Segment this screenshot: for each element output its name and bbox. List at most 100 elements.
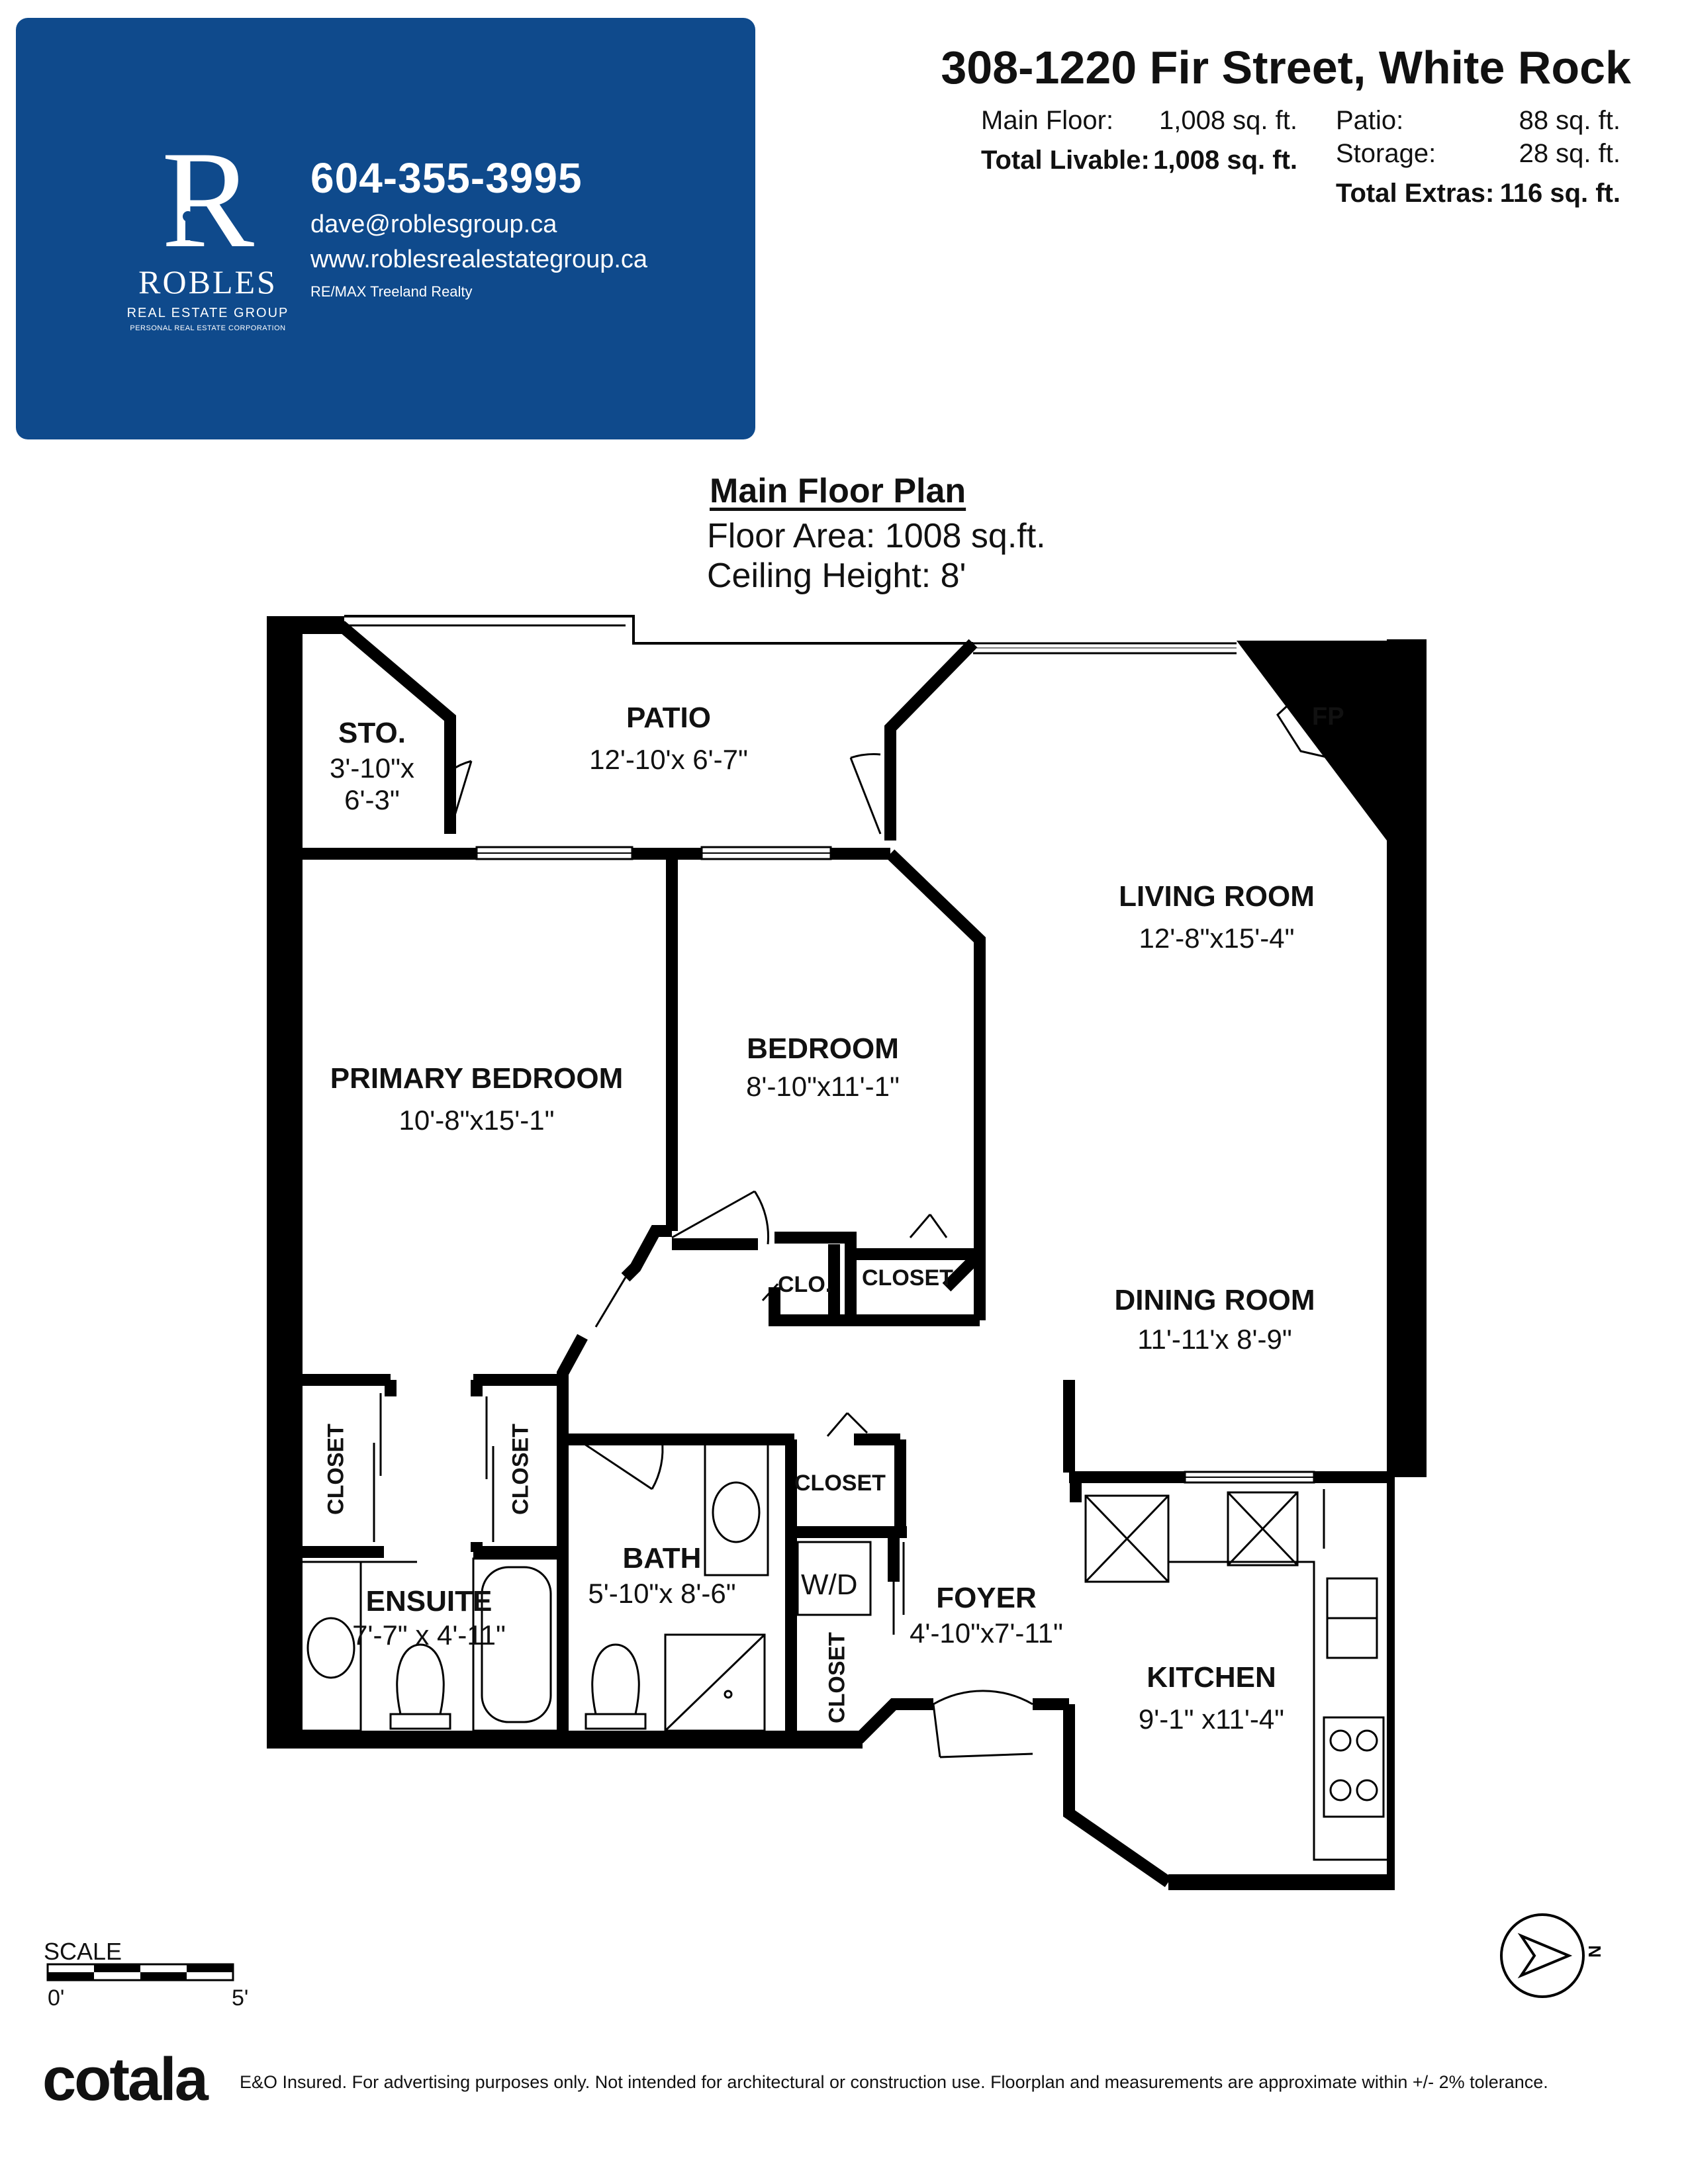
total-livable-value: 1,008 sq. ft. xyxy=(1153,146,1297,175)
room-bath-name: BATH xyxy=(622,1542,702,1574)
wall-top-storage xyxy=(267,616,344,634)
closet-bedroom-label: CLOSET xyxy=(862,1265,953,1291)
total-extras-row: Total Extras: 116 sq. ft. xyxy=(1336,179,1620,218)
stove-icon xyxy=(1323,1716,1385,1818)
storage-row: Storage: 28 sq. ft. xyxy=(1336,139,1620,179)
plan-title: Main Floor Plan xyxy=(710,472,966,510)
room-primary-bedroom-dim: 10'-8"x15'-1" xyxy=(399,1105,555,1136)
room-bath-dim: 5'-10"x 8'-6" xyxy=(588,1578,736,1609)
cotala-logo: cotala xyxy=(42,2046,209,2113)
livable-area-table: Main Floor: 1,008 sq. ft. Total Livable:… xyxy=(981,106,1297,185)
contact-office: RE/MAX Treeland Realty xyxy=(310,283,473,300)
exterior-walls xyxy=(267,616,1427,1890)
storage-value: 28 sq. ft. xyxy=(1519,139,1620,168)
storage-label: Storage: xyxy=(1336,139,1436,168)
room-storage-dim2: 6'-3" xyxy=(344,784,400,815)
wall-corner-fp xyxy=(1237,641,1427,841)
room-patio-name: PATIO xyxy=(626,702,711,734)
plan-floor-area: Floor Area: 1008 sq.ft. xyxy=(707,517,1046,555)
logo-subtitle-corporation: PERSONAL REAL ESTATE CORPORATION xyxy=(130,324,286,332)
room-living-dim: 12'-8"x15'-4" xyxy=(1139,923,1295,954)
room-dining-name: DINING ROOM xyxy=(1114,1284,1315,1316)
room-bedroom-dim: 8'-10"x11'-1" xyxy=(746,1071,900,1102)
ensuite-toilet-tank-icon xyxy=(389,1713,451,1730)
closet-foyer-label: CLOSET xyxy=(824,1632,850,1723)
closet-mid-label: CLOSET xyxy=(508,1424,534,1515)
room-storage: STO. 3'-10"x 6'-3" xyxy=(330,717,414,816)
room-kitchen-name: KITCHEN xyxy=(1147,1661,1276,1694)
patio-row: Patio: 88 sq. ft. xyxy=(1336,106,1620,139)
room-storage-dim1: 3'-10"x xyxy=(330,752,414,784)
ensuite-vanity-icon xyxy=(300,1561,362,1732)
dishwasher-icon xyxy=(1227,1491,1299,1567)
room-patio-dim: 12'-10'x 6'-7" xyxy=(589,744,748,775)
compass-arrow-icon xyxy=(1517,1933,1573,1979)
scale-end-label: 5' xyxy=(232,1985,249,2011)
logo-subtitle: REAL ESTATE GROUP xyxy=(126,306,289,320)
robles-logo-mark: R xyxy=(162,130,254,263)
patio-value: 88 sq. ft. xyxy=(1519,106,1620,135)
plan-ceiling-height: Ceiling Height: 8' xyxy=(707,557,966,595)
ensuite-toilet-icon xyxy=(396,1643,445,1715)
room-foyer: FOYER 4'-10"x7'-11" xyxy=(910,1582,1063,1649)
room-foyer-name: FOYER xyxy=(936,1582,1037,1614)
room-living: LIVING ROOM 12'-8"x15'-4" xyxy=(1119,880,1315,954)
total-livable-label: Total Livable: xyxy=(981,146,1150,175)
robles-logo: R ROBLES REAL ESTATE GROUP PERSONAL REAL… xyxy=(109,130,307,355)
room-storage-name: STO. xyxy=(338,717,406,749)
logo-letter: R xyxy=(162,130,254,263)
contact-website[interactable]: www.roblesrealestategroup.ca xyxy=(310,246,648,273)
total-livable-row: Total Livable: 1,008 sq. ft. xyxy=(981,146,1297,185)
logo-name: ROBLES xyxy=(138,263,277,300)
room-bedroom: BEDROOM 8'-10"x11'-1" xyxy=(746,1032,900,1103)
total-extras-value: 116 sq. ft. xyxy=(1499,179,1620,208)
compass: N xyxy=(1500,1913,1605,1998)
fixtures xyxy=(300,673,1387,1861)
contact-phone[interactable]: 604-355-3995 xyxy=(310,154,583,202)
room-ensuite-dim: 7'-7" x 4'-11" xyxy=(352,1619,506,1651)
room-dining-dim: 11'-11'x 8'-9" xyxy=(1137,1324,1292,1355)
room-kitchen: KITCHEN 9'-1" x11'-4" xyxy=(1139,1661,1284,1735)
extras-area-table: Patio: 88 sq. ft. Storage: 28 sq. ft. To… xyxy=(1336,106,1620,218)
bath-sink-icon xyxy=(712,1481,761,1543)
room-living-name: LIVING ROOM xyxy=(1119,880,1315,913)
fireplace-icon xyxy=(1276,673,1368,762)
washer-dryer-icon xyxy=(796,1541,872,1616)
doors xyxy=(449,753,1033,1758)
patio-walls xyxy=(337,615,1237,841)
room-primary-bedroom: PRIMARY BEDROOM 10'-8"x15'-1" xyxy=(330,1062,623,1136)
bath-vanity-icon xyxy=(704,1441,769,1576)
room-ensuite: ENSUITE 7'-7" x 4'-11" xyxy=(352,1585,506,1651)
kitchen-counter-icon xyxy=(1168,1561,1387,1861)
room-foyer-dim: 4'-10"x7'-11" xyxy=(910,1617,1063,1649)
closet-bath-label: CLOSET xyxy=(794,1471,886,1496)
interior-walls xyxy=(291,848,1390,1888)
compass-north-label: N xyxy=(1585,1945,1605,1958)
compass-circle-icon xyxy=(1500,1913,1585,1998)
total-extras-label: Total Extras: xyxy=(1336,179,1495,208)
washer-dryer-label: W/D xyxy=(801,1569,858,1601)
room-dining: DINING ROOM 11'-11'x 8'-9" xyxy=(1114,1284,1315,1355)
fireplace-label: FP xyxy=(1312,703,1344,731)
wall-left xyxy=(267,616,303,1749)
room-ensuite-name: ENSUITE xyxy=(365,1585,492,1617)
closet-left-label: CLOSET xyxy=(323,1424,349,1515)
room-kitchen-dim: 9'-1" x11'-4" xyxy=(1138,1704,1285,1735)
wall-kitchen-bottom xyxy=(1168,1874,1387,1890)
room-patio: PATIO 12'-10'x 6'-7" xyxy=(589,702,748,776)
brand-card: R ROBLES REAL ESTATE GROUP PERSONAL REAL… xyxy=(16,18,755,439)
closet-clo-label: CLO. xyxy=(778,1272,832,1297)
main-floor-value: 1,008 sq. ft. xyxy=(1158,106,1297,135)
disclaimer-text: E&O Insured. For advertising purposes on… xyxy=(240,2072,1548,2092)
main-floor-label: Main Floor: xyxy=(981,106,1114,135)
contact-block: 604-355-3995 dave@roblesgroup.ca www.rob… xyxy=(310,154,647,300)
room-primary-bedroom-name: PRIMARY BEDROOM xyxy=(330,1062,624,1095)
contact-email[interactable]: dave@roblesgroup.ca xyxy=(310,210,557,238)
ensuite-sink-icon xyxy=(306,1617,355,1679)
windows xyxy=(475,846,1315,1484)
patio-label: Patio: xyxy=(1336,106,1404,135)
fridge-icon xyxy=(1084,1494,1170,1583)
scale-title: SCALE xyxy=(44,1938,122,1965)
bath-toilet-tank-icon xyxy=(585,1713,647,1730)
